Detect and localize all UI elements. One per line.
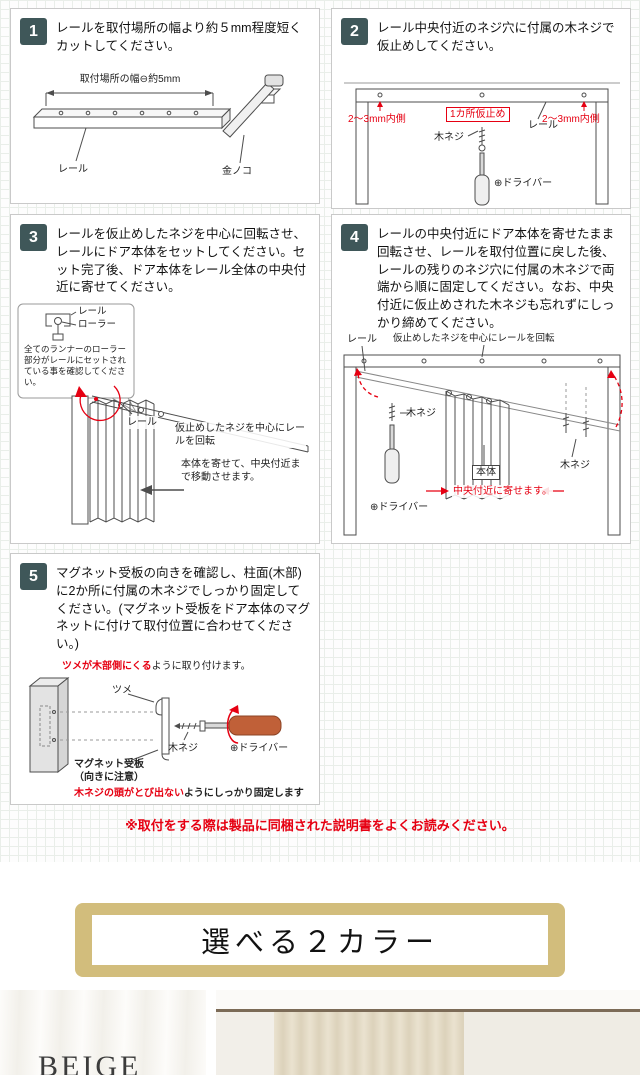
label-screwdriver: ⊕ドライバー [370,502,429,513]
label-rotate-note: 仮止めしたネジを中心にレールを回転 [392,333,556,346]
step-card-4: 4 レールの中央付近にドア本体を寄せたまま回転させ、レールを取付位置に戻した後、… [331,214,631,544]
caution-note: ※取付をする際は製品に同梱された説明書をよくお読みください。 [125,818,515,833]
label-claw-note-rest: ように取り付けます。 [151,661,251,672]
magnet-plate-drawing [28,676,282,774]
step5-illustration: ツメが木部側にくるように取り付けます。 ツメ 木ネジ ⊕ドライバー マグネット受… [16,654,316,802]
label-rail: レール [58,164,88,175]
label-screwdriver: ⊕ドライバー [494,178,553,189]
room-ceiling [216,990,640,1009]
room-rail-line [216,1009,640,1012]
step4-illustration: レール 仮止めしたネジを中心にレールを回転 木ネジ 本体 中央付近に寄せます。 … [334,333,630,539]
room-accordion-curtain [274,1012,464,1075]
label-inset-rail: レール [78,306,107,317]
label-center-note: 中央付近に寄せます。 [452,485,553,498]
color-choice-banner: 選べる２カラー [75,903,565,977]
label-fix-note: 木ネジの頭がとび出ないようにしっかり固定します [74,787,304,800]
label-rail: レール [346,333,378,346]
step-text: レールを取付場所の幅より約５mm程度短くカットしてください。 [56,21,302,53]
step2-illustration: 2〜3mm内側 1カ所仮止め 木ネジ レール 2〜3mm内側 ⊕ドライバー [334,69,630,207]
label-magnet-plate: マグネット受板 [74,759,144,770]
step-text: レールの中央付近にドア本体を寄せたまま回転させ、レールを取付位置に戻した後、レー… [377,227,615,330]
label-claw-note-red: ツメが木部側にくる [62,661,152,672]
step-card-5: 5 マグネット受板の向きを確認し、柱面(木部)に2か所に付属の木ネジでしっかり固… [10,553,320,805]
label-rotate-note: 仮止めしたネジを中心にレールを回転 [174,422,306,448]
label-inset-roller: ローラー [78,319,117,330]
label-rail: レール [528,120,558,131]
step-card-2: 2 レール中央付近のネジ穴に付属の木ネジで仮止めしてください。 [331,8,631,209]
label-wood-screw-right: 木ネジ [560,460,590,471]
label-cut-width: 取付場所の幅⊖約5mm [79,74,181,85]
label-door-body: 本体 [472,465,500,480]
step-text: マグネット受板の向きを確認し、柱面(木部)に2か所に付属の木ネジでしっかり固定し… [56,566,311,651]
step3-illustration: レール ローラー 全てのランナーのローラー部分がレールにセットされている事を確認… [16,300,316,538]
label-saw: 金ノコ [222,166,252,177]
label-inset-right: 2〜3mm内側 [542,114,600,125]
step-number-badge: 3 [20,224,47,251]
step-number-badge: 2 [341,18,368,45]
rail-temp-fix-drawing [344,82,620,206]
label-fix-note-red: 木ネジの頭がとび出ない [74,788,184,799]
label-claw-note: ツメが木部側にくるように取り付けます。 [62,660,251,673]
step-number-badge: 1 [20,18,47,45]
product-photo-room-scene [216,990,640,1075]
label-plate-caution: （向きに注意） [74,772,144,783]
label-wood-screw: 木ネジ [168,743,198,754]
product-photo-beige-closeup: BEIGE [0,990,206,1075]
label-screwdriver: ⊕ドライバー [230,743,289,754]
label-move-note: 本体を寄せて、中央付近まで移動させます。 [180,458,308,484]
label-claw: ツメ [112,685,132,696]
label-wood-screw: 木ネジ [434,132,464,143]
banner-title: 選べる２カラー [200,927,439,959]
label-wood-screw-left: 木ネジ [406,408,436,419]
step-number-badge: 4 [341,224,368,251]
step-card-1: 1 レールを取付場所の幅より約５mm程度短くカットしてください。 [10,8,320,204]
label-fix-note-rest: ようにしっかり固定します [183,788,304,799]
step-text: レール中央付近のネジ穴に付属の木ネジで仮止めしてください。 [377,21,615,53]
step-card-3: 3 レールを仮止めしたネジを中心に回転させ、レールにドア本体をセットしてください… [10,214,320,544]
banner-inner-box: 選べる２カラー [92,915,548,965]
label-rail: レール [126,416,158,429]
room-wall [464,1012,640,1075]
label-inset-left: 2〜3mm内側 [348,114,406,125]
step-number-badge: 5 [20,563,47,590]
label-inset-caption: 全てのランナーのローラー部分がレールにセットされている事を確認してください。 [24,344,127,388]
step1-illustration: 取付場所の幅⊖約5mm レール 金ノコ [16,69,316,197]
rail-cutting-drawing [32,74,284,164]
color-label-beige: BEIGE [38,1050,142,1075]
step-text: レールを仮止めしたネジを中心に回転させ、レールにドア本体をセットしてください。セ… [56,227,307,295]
label-temp-fix: 1カ所仮止め [446,107,510,122]
rail-rotate-set-drawing [17,303,309,525]
